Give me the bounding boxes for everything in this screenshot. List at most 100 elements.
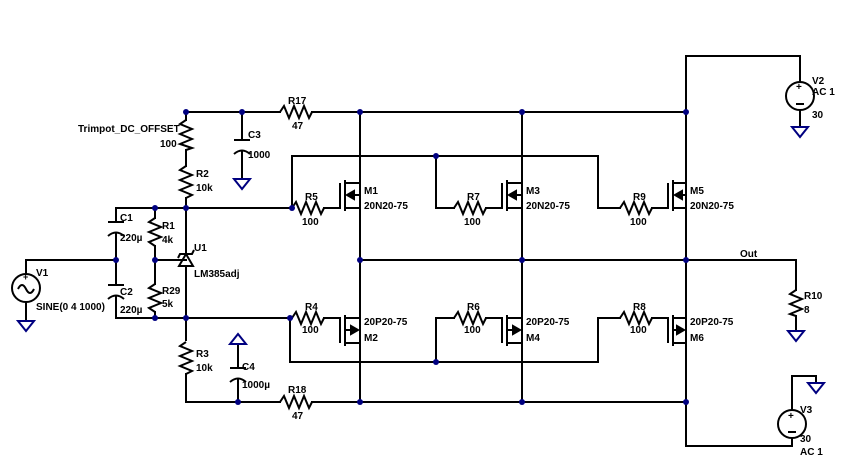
ground-icon (785, 330, 807, 343)
m2-ref: M2 (364, 333, 378, 344)
junction-dot (183, 205, 189, 211)
junction-dot (683, 109, 689, 115)
junction-dot (433, 359, 439, 365)
junction-dot (357, 109, 363, 115)
r1-ref: R1 (162, 221, 175, 232)
m1-ref: M1 (364, 186, 378, 197)
c2-value: 220µ (120, 305, 143, 316)
r18-resistor[interactable] (279, 393, 313, 411)
r17-ref: R17 (288, 96, 307, 107)
v2-ref: V2 (812, 76, 825, 87)
r2-value: 10k (196, 183, 213, 194)
r5-value: 100 (302, 217, 319, 228)
u1-reference-diode[interactable] (177, 245, 195, 268)
m3-nmos[interactable] (501, 180, 523, 233)
junctions (113, 109, 689, 405)
r6-resistor[interactable] (453, 309, 487, 327)
v2-value: AC 1 (812, 87, 835, 98)
c2-capacitor[interactable] (107, 284, 125, 300)
r29-resistor[interactable] (146, 283, 164, 313)
net-label-out: Out (740, 249, 758, 260)
junction-dot (519, 257, 525, 263)
junction-dot (289, 205, 295, 211)
c1-value: 220µ (120, 233, 143, 244)
m4-pmos[interactable] (501, 293, 523, 346)
r1-resistor[interactable] (146, 217, 164, 247)
junction-dot (152, 315, 158, 321)
v1-value: SINE(0 4 1000) (36, 302, 105, 313)
ground-icon (805, 382, 827, 395)
v3-ac: AC 1 (800, 447, 823, 458)
m2-value: 20P20-75 (364, 317, 408, 328)
r2-resistor[interactable] (177, 165, 195, 199)
ground-symbols (15, 126, 827, 395)
m4-ref: M4 (526, 333, 540, 344)
junction-dot (519, 109, 525, 115)
m5-ref: M5 (690, 186, 704, 197)
ground-icon (789, 126, 811, 139)
r17-value: 47 (292, 121, 304, 132)
c4-capacitor[interactable] (229, 367, 247, 383)
r8-resistor[interactable] (619, 309, 653, 327)
trimpot-resistor[interactable] (177, 119, 196, 151)
m6-value: 20P20-75 (690, 317, 734, 328)
c2-ref: C2 (120, 287, 133, 298)
r8-value: 100 (630, 325, 647, 336)
r29-value: 5k (162, 299, 174, 310)
r1-value: 4k (162, 235, 174, 246)
r9-resistor[interactable] (619, 199, 653, 217)
r6-value: 100 (464, 325, 481, 336)
r17-resistor[interactable] (279, 103, 313, 121)
m2-pmos[interactable] (339, 293, 361, 346)
m6-ref: M6 (690, 333, 704, 344)
c4-ref: C4 (242, 362, 255, 373)
svg-text:+: + (23, 272, 28, 282)
junction-dot (519, 399, 525, 405)
u1-value: LM385adj (194, 269, 240, 280)
junction-dot (113, 257, 119, 263)
c4-value: 1000µ (242, 380, 270, 391)
junction-dot (357, 257, 363, 263)
r4-resistor[interactable] (291, 309, 325, 327)
r5-ref: R5 (305, 192, 318, 203)
c1-capacitor[interactable] (107, 221, 125, 237)
r8-ref: R8 (633, 302, 646, 313)
c3-ref: C3 (248, 130, 261, 141)
m3-ref: M3 (526, 186, 540, 197)
m5-nmos[interactable] (667, 180, 687, 233)
junction-dot (152, 205, 158, 211)
r9-ref: R9 (633, 192, 646, 203)
m5-value: 20N20-75 (690, 201, 734, 212)
r10-value: 8 (804, 305, 810, 316)
r7-value: 100 (464, 217, 481, 228)
c3-capacitor[interactable] (233, 139, 251, 155)
r4-value: 100 (302, 325, 319, 336)
r6-ref: R6 (467, 302, 480, 313)
r3-value: 10k (196, 363, 213, 374)
junction-dot (287, 315, 293, 321)
junction-dot (357, 399, 363, 405)
r10-resistor[interactable] (787, 289, 805, 317)
r9-value: 100 (630, 217, 647, 228)
v1-sine-source[interactable]: + (11, 272, 41, 303)
c1-ref: C1 (120, 213, 133, 224)
wires (25, 55, 817, 447)
r18-ref: R18 (288, 385, 307, 396)
ground-icon (231, 178, 253, 191)
junction-dot (235, 399, 241, 405)
v2-dc-source[interactable]: + (785, 81, 815, 111)
junction-dot (152, 257, 158, 263)
r10-ref: R10 (804, 291, 823, 302)
r5-resistor[interactable] (291, 199, 325, 217)
v3-dc-source[interactable]: + (777, 409, 807, 439)
m6-pmos[interactable] (667, 293, 687, 346)
r29-ref: R29 (162, 286, 181, 297)
junction-dot (183, 109, 189, 115)
m3-value: 20N20-75 (526, 201, 570, 212)
r3-resistor[interactable] (177, 341, 195, 375)
v3-value: 30 (800, 434, 812, 445)
m1-nmos[interactable] (339, 180, 361, 233)
c3-value: 1000 (248, 150, 271, 161)
junction-dot (683, 257, 689, 263)
r7-resistor[interactable] (453, 199, 487, 217)
